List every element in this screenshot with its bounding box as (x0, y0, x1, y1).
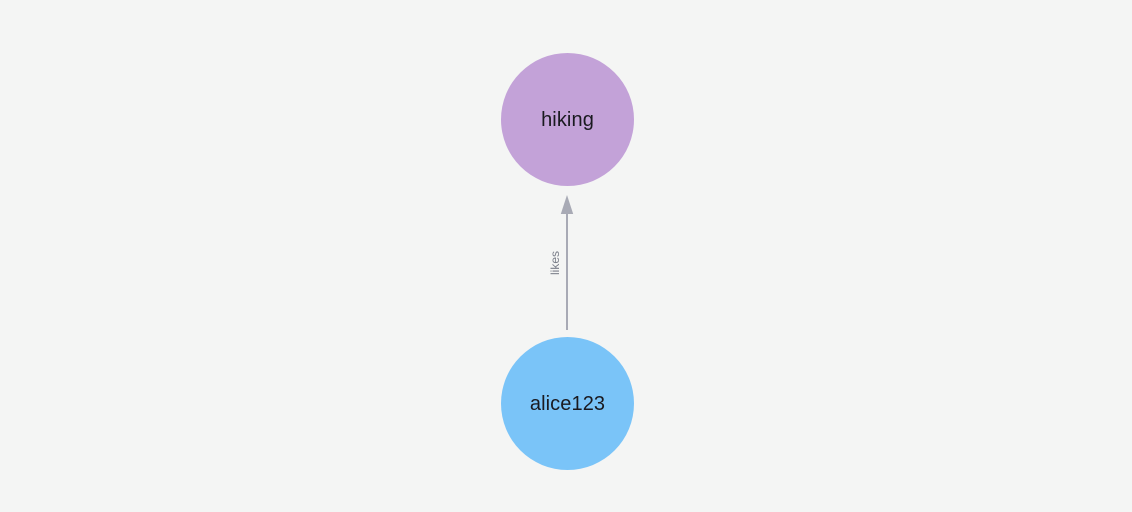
graph-node-hiking[interactable]: hiking (501, 53, 634, 186)
graph-node-label: hiking (541, 108, 594, 131)
edge-label-likes: likes (548, 251, 562, 276)
graph-node-label: alice123 (529, 392, 606, 415)
edge-arrowhead-icon (560, 195, 574, 214)
graph-node-alice123[interactable]: alice123 (501, 337, 634, 470)
edge-alice123-likes-hiking[interactable] (560, 195, 574, 330)
